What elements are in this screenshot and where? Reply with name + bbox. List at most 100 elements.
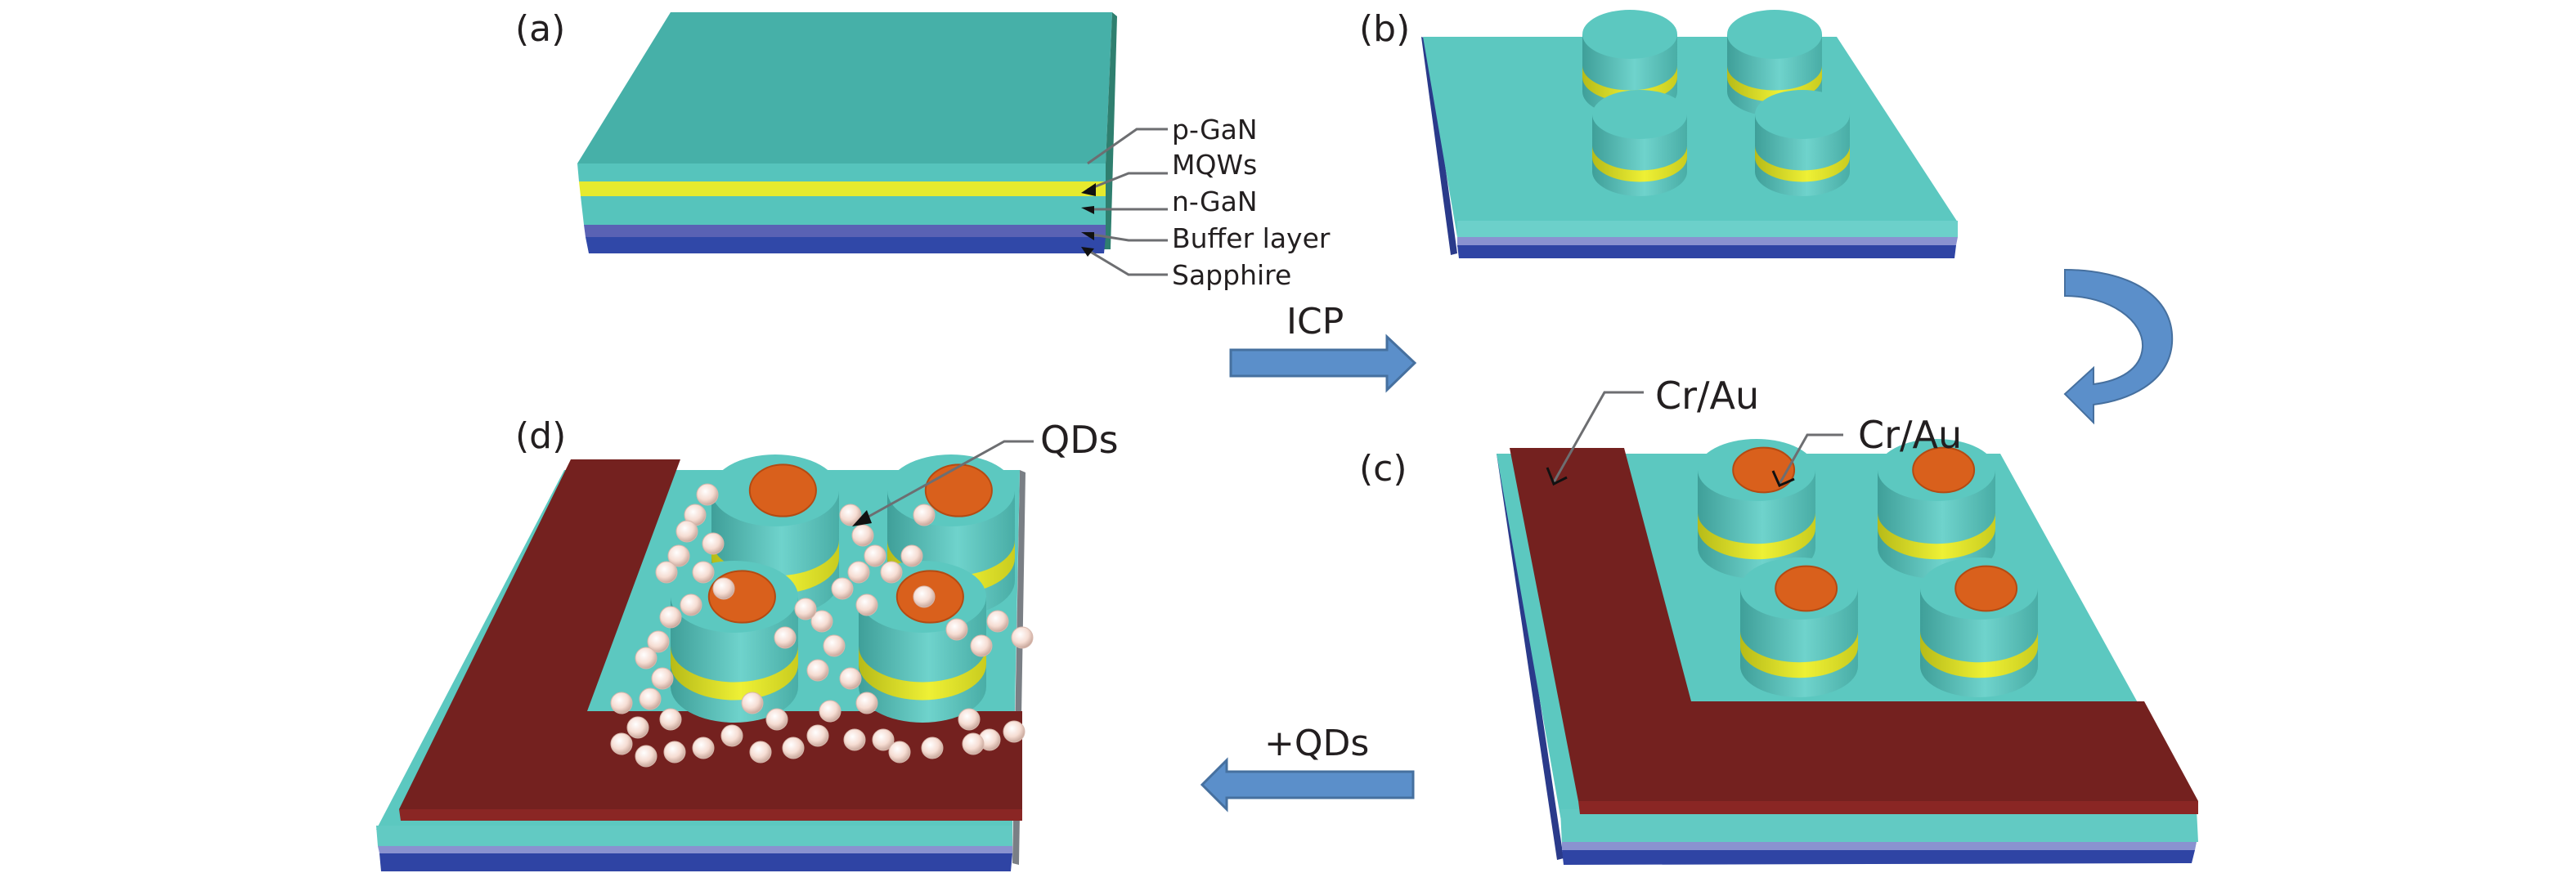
quantum-dot [663, 741, 686, 763]
quantum-dot [900, 544, 923, 567]
quantum-dot [958, 708, 981, 731]
device-sapphire-edge [1562, 850, 2195, 865]
layer-label-p-gan: p-GaN [1172, 114, 1258, 146]
arrow-right-icon [1229, 334, 1417, 393]
leader-p-gan [1087, 128, 1168, 165]
layer-label-sapphire: Sapphire [1172, 259, 1291, 291]
quantum-dot [651, 667, 674, 690]
quantum-dot [970, 634, 993, 657]
quantum-dot [839, 504, 862, 526]
layer-p-gan [577, 163, 1106, 181]
device-left-side [1497, 454, 1564, 860]
leader-mqw [1087, 172, 1168, 191]
quantum-dot [794, 598, 817, 620]
panel-d-label: (d) [515, 415, 566, 457]
step-curved [2063, 268, 2174, 425]
panel-c-label: (c) [1359, 448, 1407, 490]
quantum-dot [696, 483, 719, 506]
led-pillars [1698, 439, 2038, 697]
pillar-mqw-band [1698, 513, 1815, 560]
quantum-dot [635, 647, 657, 669]
step-add-qds: +QDs [1200, 723, 1415, 813]
quantum-dot [1003, 720, 1025, 743]
quantum-dot [872, 728, 895, 751]
quantum-dot [655, 561, 678, 584]
p-electrode-dot [1732, 446, 1796, 494]
quantum-dot [806, 659, 829, 682]
panel-b-label: (b) [1359, 8, 1410, 50]
step-icp: ICP [1229, 301, 1417, 393]
p-electrode-dot [1954, 565, 2018, 612]
quantum-dot [675, 520, 698, 543]
quantum-dot [921, 736, 944, 759]
quantum-dot [626, 716, 649, 739]
pillar-top [1592, 90, 1687, 139]
leader-qds [868, 440, 1034, 518]
layer-label-buffer: Buffer layer [1172, 222, 1331, 254]
device-gan-edge [1560, 809, 2198, 845]
device-d-gan-edge [376, 826, 1012, 846]
quantum-dot [782, 736, 805, 759]
led-pillar [1592, 90, 1687, 196]
quantum-dot [610, 692, 633, 714]
pointer-n-gan-icon [1081, 206, 1094, 214]
wafer-top-face [577, 12, 1112, 163]
quantum-dot [913, 585, 936, 608]
quantum-dot [635, 745, 657, 768]
arrow-left-icon [1200, 757, 1415, 813]
quantum-dot [986, 610, 1009, 633]
led-pillar [1920, 557, 2038, 697]
wafer-right-side [1104, 12, 1117, 249]
n-electrode-edge-d [399, 809, 1022, 821]
leader-sapphire [1087, 248, 1168, 276]
mesa-gan-edge [1457, 221, 1958, 239]
pillar-top [1727, 10, 1822, 59]
n-electrode-pad-d [399, 459, 1022, 809]
quantum-dot [1011, 626, 1034, 649]
led-pillar [1698, 439, 1815, 579]
quantum-dot [680, 593, 702, 616]
quantum-dot [831, 577, 854, 600]
n-electrode-pad [1510, 448, 2198, 801]
panel-a-label: (a) [515, 8, 565, 50]
layer-sapphire [586, 237, 1106, 253]
p-electrode-dot [924, 463, 993, 517]
led-pillar [859, 561, 986, 723]
pillar-top [1582, 10, 1677, 59]
layer-label-mqws: MQWs [1172, 149, 1257, 181]
quantum-dot [823, 634, 846, 657]
callout-p-electrode: Cr/Au [1858, 413, 1962, 457]
device-d-sapphire-edge [379, 853, 1012, 871]
device-d-buffer-edge [378, 846, 1012, 853]
p-electrode-dot [1775, 565, 1838, 612]
quantum-dot [855, 692, 878, 714]
device-buffer-edge [1562, 842, 2197, 852]
quantum-dot [880, 561, 903, 584]
leader-n-electrode [1552, 391, 1644, 483]
quantum-dot [819, 700, 841, 723]
quantum-dot [810, 610, 833, 633]
quantum-dot [913, 504, 936, 526]
pillar-mqw-band [1740, 631, 1858, 678]
quantum-dot [864, 544, 886, 567]
pointer-n-electrode-icon [1546, 467, 1568, 486]
pointer-mqw-icon [1081, 183, 1096, 196]
quantum-dots [610, 483, 1034, 768]
quantum-dot [692, 736, 715, 759]
quantum-dot [647, 630, 670, 653]
panel-c: (c) Cr/Au Cr/Au [1359, 374, 2198, 865]
layer-buffer [584, 225, 1106, 237]
quantum-dot [639, 687, 662, 710]
mesa-side-left [1421, 37, 1457, 255]
quantum-dot [659, 708, 682, 731]
quantum-dot [847, 561, 870, 584]
pillar-mqw-band [671, 646, 798, 701]
pointer-qds-icon [852, 510, 872, 526]
quantum-dot [774, 626, 797, 649]
pointer-sapphire-icon [1081, 247, 1094, 257]
pillar-mqw-band [1878, 513, 1995, 560]
pillar-mqw-band [1755, 146, 1850, 182]
layer-mqw [579, 181, 1106, 196]
quantum-dot [741, 692, 764, 714]
panel-d: (d) QDs [376, 415, 1119, 871]
